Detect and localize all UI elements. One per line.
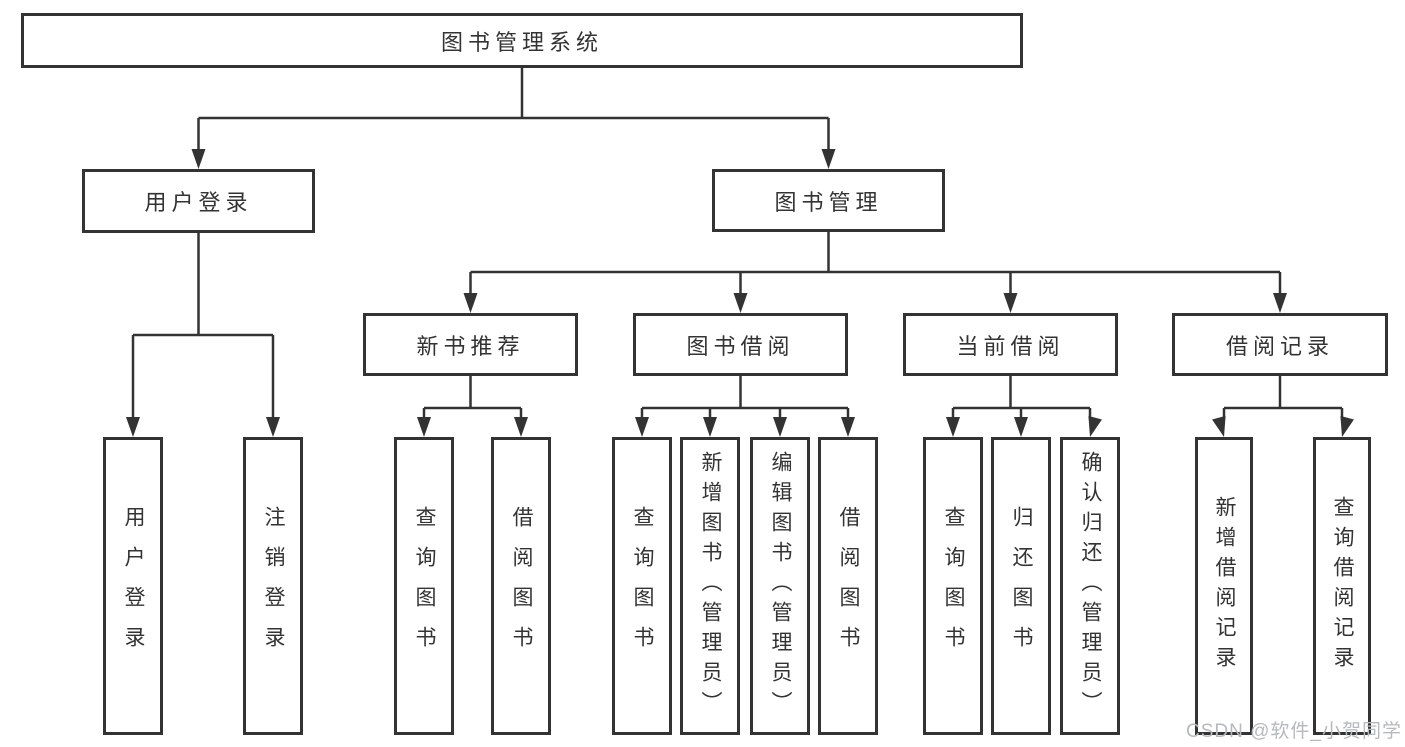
node-label: 图书借阅 [686,333,795,359]
node-label: 当前借阅 [956,333,1065,359]
node-label: 查询图书 [942,506,965,666]
arrowhead-icon [841,417,855,437]
arrowhead-icon [463,293,478,313]
node-label: 归还图书 [1010,506,1033,666]
arrowhead-icon [126,417,140,437]
arrowhead-icon [703,417,717,437]
arrowhead-icon [1088,415,1102,437]
arrowhead-icon [635,417,649,437]
node-new-book-rec: 新书推荐 [363,313,578,376]
node-label: 编辑图书（管理员） [769,451,792,721]
node-nbr-query: 查询图书 [394,437,454,735]
arrowhead-icon [417,417,431,437]
arrowhead-icon [1003,293,1018,313]
arrowhead-icon [821,149,836,169]
node-label: 借阅图书 [510,506,533,666]
node-label: 借阅图书 [837,506,860,666]
node-bb-edit: 编辑图书（管理员） [750,437,810,735]
arrowhead-icon [946,417,960,437]
node-label: 查询借阅记录 [1331,496,1354,676]
node-br-add: 新增借阅记录 [1195,437,1253,735]
node-label: 借阅记录 [1225,333,1334,359]
arrowhead-icon [733,293,748,313]
arrowhead-icon [1273,293,1287,313]
node-label: 新增图书（管理员） [699,451,722,721]
node-root: 图书管理系统 [21,13,1023,68]
node-label: 确认归还（管理员） [1079,451,1102,721]
csdn-watermark: CSDN @软件_小贺同学 [1186,721,1402,742]
node-label: 新增借阅记录 [1213,496,1236,676]
node-label: 查询图书 [413,506,436,666]
node-borrow-records: 借阅记录 [1172,313,1388,376]
arrowhead-icon [1212,415,1226,437]
node-label: 新书推荐 [416,333,525,359]
node-user-login: 用户登录 [82,169,315,233]
node-cb-confirm: 确认归还（管理员） [1060,437,1120,735]
arrowhead-icon [1340,415,1354,437]
node-br-query: 查询借阅记录 [1313,437,1371,735]
node-label: 图书管理 [774,189,883,215]
arrowhead-icon [191,149,206,169]
node-bb-query: 查询图书 [612,437,672,735]
node-label: 用户登录 [122,506,145,666]
arrowhead-icon [514,417,528,437]
arrowhead-icon [773,417,787,437]
node-label: 用户登录 [144,190,253,215]
node-book-borrow: 图书借阅 [633,313,848,376]
node-bb-add: 新增图书（管理员） [680,437,740,735]
node-ul-logout: 注销登录 [243,437,303,735]
node-cb-query: 查询图书 [923,437,983,735]
node-bb-borrow: 借阅图书 [818,437,878,735]
node-label: 图书管理系统 [440,29,603,55]
node-book-mgmt: 图书管理 [712,169,945,232]
node-cb-return: 归还图书 [991,437,1051,735]
node-ul-user-login: 用户登录 [103,437,163,735]
node-current-borrow: 当前借阅 [903,313,1118,376]
node-label: 注销登录 [262,506,285,666]
arrowhead-icon [266,417,280,437]
node-nbr-borrow: 借阅图书 [491,437,551,735]
arrowhead-icon [1014,417,1028,437]
node-label: 查询图书 [631,506,654,666]
